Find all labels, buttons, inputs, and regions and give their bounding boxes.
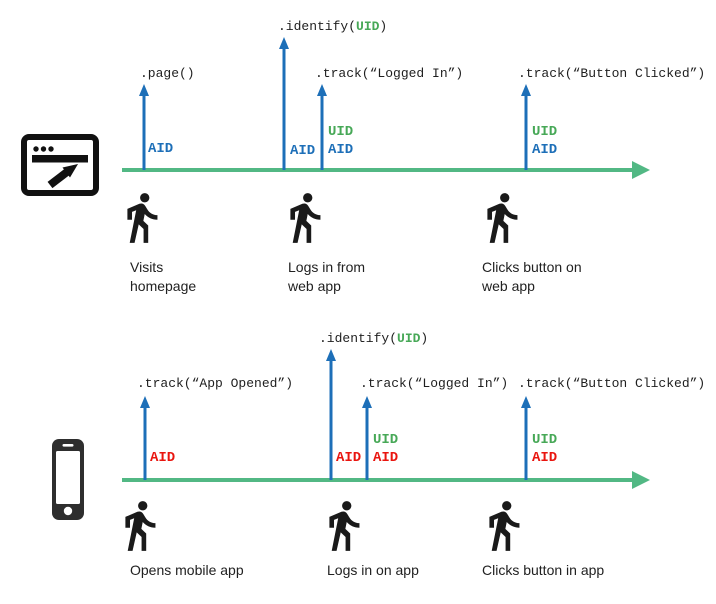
mobile-timeline-arrow <box>122 471 650 489</box>
identify-event-arrow-icon <box>325 349 336 480</box>
uid-tag: UID <box>328 124 354 140</box>
event-label-track-click: .track(“Button Clicked”) <box>518 376 706 391</box>
caption-line: Logs in from <box>288 259 366 275</box>
browser-icon <box>20 133 100 202</box>
caption-line: web app <box>482 278 535 294</box>
walking-person-icon <box>488 500 522 557</box>
track-event-arrow-icon <box>520 84 531 170</box>
identify-suffix: ) <box>379 19 388 34</box>
walking-person-icon <box>328 500 362 557</box>
track-event-arrow-icon <box>139 396 150 480</box>
caption-clicks-button-web: Clicks button on web app <box>482 258 582 296</box>
aid-tag: AID <box>532 450 558 466</box>
walking-person-icon <box>289 192 323 249</box>
track-event-arrow-icon <box>361 396 372 480</box>
caption-opens-mobile-app: Opens mobile app <box>130 561 244 580</box>
aid-tag: AID <box>328 142 354 158</box>
caption-line: Clicks button on <box>482 259 582 275</box>
identify-uid-arg: UID <box>356 19 380 34</box>
aid-tag: AID <box>290 143 316 159</box>
track-event-arrow-icon <box>520 396 531 480</box>
walking-person-icon <box>486 192 520 249</box>
caption-line: Logs in on app <box>327 562 419 578</box>
identify-prefix: .identify( <box>319 331 398 346</box>
page-event-arrow-icon <box>138 84 149 170</box>
event-label-track-click: .track(“Button Clicked”) <box>518 66 706 81</box>
caption-clicks-button-app: Clicks button in app <box>482 561 604 580</box>
event-label-track-open: .track(“App Opened”) <box>137 376 294 391</box>
caption-visits-homepage: Visits homepage <box>130 258 196 296</box>
track-event-arrow-icon <box>316 84 327 170</box>
caption-line: Visits <box>130 259 164 275</box>
caption-line: Opens mobile app <box>130 562 244 578</box>
caption-line: homepage <box>130 278 197 294</box>
caption-logs-in-web: Logs in from web app <box>288 258 365 296</box>
event-label-identify: .identify(UID) <box>278 19 387 34</box>
aid-tag: AID <box>150 450 176 466</box>
event-label-track-login: .track(“Logged In”) <box>315 66 464 81</box>
aid-tag: AID <box>336 450 362 466</box>
walking-person-icon <box>124 500 158 557</box>
identify-event-arrow-icon <box>278 37 289 170</box>
identify-uid-arg: UID <box>397 331 421 346</box>
uid-tag: UID <box>532 432 558 448</box>
aid-tag: AID <box>373 450 399 466</box>
identify-suffix: ) <box>420 331 429 346</box>
event-label-track-login: .track(“Logged In”) <box>360 376 509 391</box>
event-label-identify: .identify(UID) <box>319 331 428 346</box>
event-label-page: .page() <box>140 66 195 81</box>
walking-person-icon <box>126 192 160 249</box>
aid-tag: AID <box>148 141 174 157</box>
caption-line: web app <box>288 278 341 294</box>
uid-tag: UID <box>373 432 399 448</box>
caption-line: Clicks button in app <box>482 562 605 578</box>
caption-logs-in-app: Logs in on app <box>327 561 419 580</box>
identify-prefix: .identify( <box>278 19 357 34</box>
phone-icon <box>51 438 85 526</box>
web-timeline-arrow <box>122 161 650 179</box>
uid-tag: UID <box>532 124 558 140</box>
aid-tag: AID <box>532 142 558 158</box>
